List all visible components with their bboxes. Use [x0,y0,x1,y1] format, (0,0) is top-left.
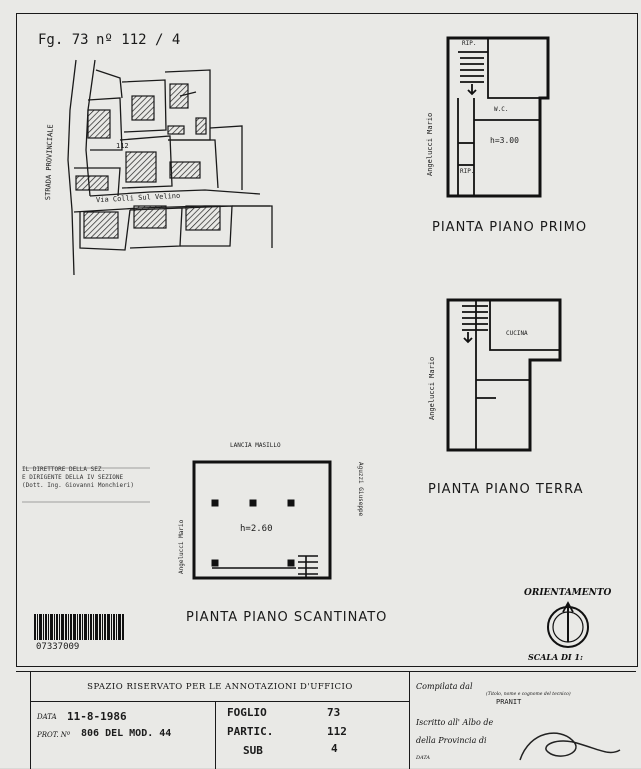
office-divider [215,701,217,769]
signature-scribble [519,732,621,761]
partic-label: PARTIC. [227,725,274,738]
orientation-title: ORIENTAMENTO [524,588,612,598]
scantinato-owner-right: Aguzzi Giuseppe [357,462,364,517]
terra-owner: Angelucci Mario [428,356,436,420]
office-stamp: IL DIRETTORE DELLA SEZ. E DIRIGENTE DELL… [22,466,134,489]
office-box: SPAZIO RISERVATO PER LE ANNOTAZIONI D'UF… [30,672,410,769]
scantinato-outline [192,460,332,580]
pillar [287,559,295,567]
foglio-label: FOGLIO [227,706,267,719]
building-hatched [133,205,167,229]
drawing-frame [16,13,638,667]
terra-cucina-label: CUCINA [506,330,528,337]
scale-label: SCALA DI 1: [528,652,583,662]
compiler-name: PRANIT [496,698,522,706]
map-number: nº 112 / 4 [96,32,181,48]
parcel-label: 112 [116,142,129,150]
compiler-note: (Titolo, nome e cognome del tecnico) [486,692,571,697]
primo-outline [446,36,550,198]
barcode-number: 07337009 [36,642,80,652]
office-header: SPAZIO RISERVATO PER LE ANNOTAZIONI D'UF… [31,672,409,702]
building-hatched [169,161,201,179]
road-edge-right [85,59,96,197]
annotation-panel: SPAZIO RISERVATO PER LE ANNOTAZIONI D'UF… [16,671,636,769]
compilata-label: Compilata dal [416,682,473,691]
road-edge-left [67,59,77,276]
primo-wc-label: W.C. [494,106,509,113]
building-hatched [195,117,207,135]
scantinato-owner-left: Angelucci Mario [178,519,185,574]
sub-value: 4 [331,742,338,755]
scantinato-title: PIANTA PIANO SCANTINATO [186,610,388,625]
sheet-number: Fg. 73 [38,32,89,48]
primo-owner: Angelucci Mario [426,112,434,176]
prot-value: 806 DEL MOD. 44 [81,728,172,739]
provincia-label: della Provincia di [416,736,487,745]
albo-label: Iscritto all' Albo de [416,718,494,727]
data-value: 11-8-1986 [67,710,127,723]
barcode [34,614,124,640]
building-hatched [83,211,119,239]
foglio-value: 73 [327,706,341,719]
building-hatched [167,125,185,135]
sub-label: SUB [243,744,263,757]
pillar [211,499,219,507]
pillar [287,499,295,507]
primo-rip-label: RIP. [462,40,477,47]
compass-icon [547,601,589,648]
partic-value: 112 [327,725,347,738]
primo-title: PIANTA PIANO PRIMO [432,220,588,235]
building-hatched [87,109,111,139]
building-hatched [131,95,155,121]
terra-outline [446,298,562,452]
scantinato-height: h=2.60 [240,524,273,534]
primo-rip2-label: RIP. [460,168,475,175]
building-hatched [125,151,157,183]
scantinato-owner-top: LANCIA MASILLO [230,442,281,449]
prot-label: PROT. Nº [37,731,71,739]
terra-title: PIANTA PIANO TERRA [428,482,584,497]
pillar [249,499,257,507]
building-hatched [169,83,189,109]
road-horizontal-top [89,189,261,197]
building-hatched [75,175,109,191]
primo-height: h=3.00 [490,136,519,145]
pillar [211,559,219,567]
compiler-data-label: DATA [416,755,431,761]
data-label: DATA [37,713,57,721]
building-hatched [185,205,221,231]
